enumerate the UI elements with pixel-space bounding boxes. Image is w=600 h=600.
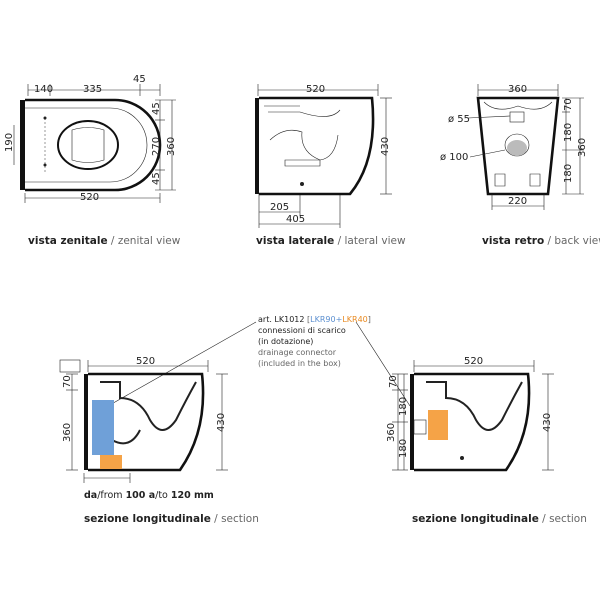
note-article: art. LK1012 [LKR90+LKR40] [258,315,371,324]
bowl-outline [25,98,162,192]
orange-connector [100,455,122,469]
back-view: 360 ø 55 ø 100 70 180 360 180 220 vista … [440,84,600,247]
dim-360-back: 360 [508,84,527,95]
connector-range: da/from 100 a/to 120 mm [84,490,214,501]
drainage-note: art. LK1012 [LKR90+LKR40] connessioni di… [107,315,411,407]
dim-270: 270 [151,137,162,156]
dim-70-s2: 70 [388,375,399,388]
caption-top-view: vista zenitale / zenital view [28,235,181,247]
dim-405: 405 [286,214,305,225]
back-body [476,96,560,196]
side-view: 520 430 205 405 vista laterale / lateral… [255,84,406,247]
dim-180-back-top: 180 [563,123,574,142]
caption-section-right: sezione longitudinale / section [412,513,587,525]
dim-70-s1: 70 [62,375,73,388]
dim-360-back-v: 360 [577,138,588,157]
dim-140: 140 [34,84,53,95]
orange-connector-right [428,410,448,440]
dim-45-a: 45 [151,102,162,115]
dim-520-side: 520 [306,84,325,95]
dim-190: 190 [4,133,15,152]
dim-70-back: 70 [563,98,574,111]
side-body [259,96,375,196]
note-line2: connessioni di scarico [258,326,346,335]
dim-220: 220 [508,196,527,207]
dim-360-s2: 360 [386,423,397,442]
note-line5: (included in the box) [258,359,341,368]
section-right: 520 70 180 360 180 430 sezione longitudi… [386,356,587,525]
dim-180-s2-top: 180 [398,397,409,416]
dim-phi100: ø 100 [440,152,468,163]
section-left-body [88,372,205,472]
dim-520-s1: 520 [136,356,155,367]
dim-430-s1: 430 [216,413,227,432]
caption-section-left: sezione longitudinale / section [84,513,259,525]
dim-205: 205 [270,202,289,213]
note-line3: (in dotazione) [258,337,313,346]
dim-520-s2: 520 [464,356,483,367]
note-line4: drainage connector [258,348,337,357]
section-left: 520 70 360 430 da/from 100 a/to 120 mm s… [59,356,259,525]
wall-plate [20,100,25,190]
dim-phi55: ø 55 [448,114,470,125]
dim-360: 360 [166,137,177,156]
dim-45-b: 45 [151,172,162,185]
dim-180-back-bottom: 180 [563,164,574,183]
dim-520-top: 520 [80,192,99,203]
dim-45-top: 45 [133,74,146,85]
dim-430-side: 430 [380,137,391,156]
dim-335: 335 [83,84,102,95]
caption-back-view: vista retro / back view [482,235,600,247]
section-right-body [414,372,531,472]
top-view: 140 335 45 190 45 270 360 45 520 vista z… [4,74,181,247]
dim-180-s2-bottom: 180 [398,439,409,458]
dim-360-s1: 360 [62,423,73,442]
dim-430-s2: 430 [542,413,553,432]
blue-connector [92,400,114,455]
caption-side-view: vista laterale / lateral view [256,235,406,247]
